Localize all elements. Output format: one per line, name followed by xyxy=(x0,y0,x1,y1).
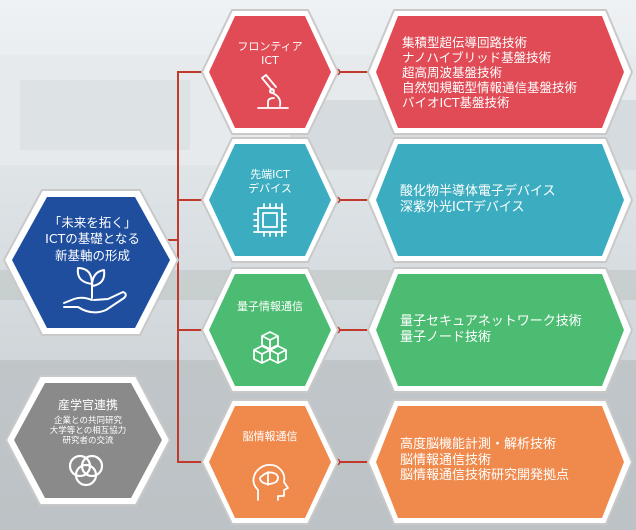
root-title-line: 「未来を拓く」 xyxy=(48,215,137,230)
root-title: 「未来を拓く」 ICTの基礎となる 新基軸の形成 xyxy=(30,215,155,264)
tech-item: 量子ノード技術 xyxy=(400,329,492,345)
tech-item: 自然知規範型情報通信基盤技術 xyxy=(402,80,578,95)
tech-list-device: 酸化物半導体電子デバイス 深紫外光ICTデバイス xyxy=(400,184,556,215)
root-node xyxy=(2,189,180,336)
tech-item: 量子セキュアネットワーク技術 xyxy=(400,314,582,329)
branch-title-line: フロンティア xyxy=(237,40,303,53)
tech-item: 酸化物半導体電子デバイス xyxy=(400,184,556,199)
tech-item: 脳情報通信技術 xyxy=(400,452,492,468)
branch-node-frontier xyxy=(200,9,634,135)
branch-hex xyxy=(209,406,331,518)
branch-node-brain xyxy=(200,399,634,525)
branches xyxy=(200,9,634,525)
branch-title-line: 量子情報通信 xyxy=(237,300,303,313)
partnership-line: 企業との共同研究 xyxy=(54,416,122,426)
chip-icon xyxy=(253,203,287,237)
connectors xyxy=(160,71,372,463)
partnership-node xyxy=(4,375,172,506)
microscope-icon xyxy=(257,74,289,109)
branch-title-frontier: フロンティア ICT xyxy=(215,40,325,68)
hand-plant-icon xyxy=(63,267,127,314)
tech-box xyxy=(376,406,624,518)
partnership-block: 産学官連携 企業との共同研究 大学等との相互協力 研究者の交流 xyxy=(28,398,148,447)
branch-title-line: デバイス xyxy=(248,181,292,195)
branch-title-quantum: 量子情報通信 xyxy=(215,300,325,314)
partnership-line: 研究者の交流 xyxy=(62,436,114,447)
tech-list-brain: 高度脳機能計測・解析技術 脳情報通信技術 脳情報通信技術研究開発拠点 xyxy=(400,437,569,484)
brain-head-icon xyxy=(252,463,289,501)
tech-box xyxy=(376,144,624,256)
branch-title-line: 脳情報通信 xyxy=(242,430,298,443)
root-title-line: ICTの基礎となる xyxy=(45,231,140,247)
partnership-title: 産学官連携 xyxy=(57,398,118,412)
root-title-line: 新基軸の形成 xyxy=(54,247,130,263)
tech-item: 集積型超伝導回路技術 xyxy=(402,35,528,50)
branch-hex xyxy=(209,16,331,128)
tech-item: 深紫外光ICTデバイス xyxy=(400,199,525,215)
tech-item: ナノハイブリッド基盤技術 xyxy=(402,50,552,65)
branch-title-line: 先端ICT xyxy=(250,168,290,181)
tech-item: 脳情報通信技術研究開発拠点 xyxy=(400,468,570,484)
branch-node-device xyxy=(200,137,634,263)
cubes-icon xyxy=(253,331,287,364)
branch-title-brain: 脳情報通信 xyxy=(215,430,325,444)
branch-title-device: 先端ICT デバイス xyxy=(215,168,325,196)
branch-hex xyxy=(209,274,331,386)
branch-hex xyxy=(209,144,331,256)
tech-list-frontier: 集積型超伝導回路技術 ナノハイブリッド基盤技術 超高周波基盤技術 自然知規範型情… xyxy=(402,35,577,110)
tech-box xyxy=(376,16,624,128)
tech-item: バイオICT基盤技術 xyxy=(402,95,510,110)
partnership-line: 大学等との相互協力 xyxy=(49,426,127,437)
tech-list-quantum: 量子セキュアネットワーク技術 量子ノード技術 xyxy=(400,314,582,345)
tech-item: 超高周波基盤技術 xyxy=(402,65,503,80)
tech-item: 高度脳機能計測・解析技術 xyxy=(400,437,557,452)
branch-title-line: ICT xyxy=(261,53,279,67)
interlocking-rings-icon xyxy=(68,454,104,487)
branch-node-quantum xyxy=(200,267,634,393)
tech-box xyxy=(376,274,624,386)
